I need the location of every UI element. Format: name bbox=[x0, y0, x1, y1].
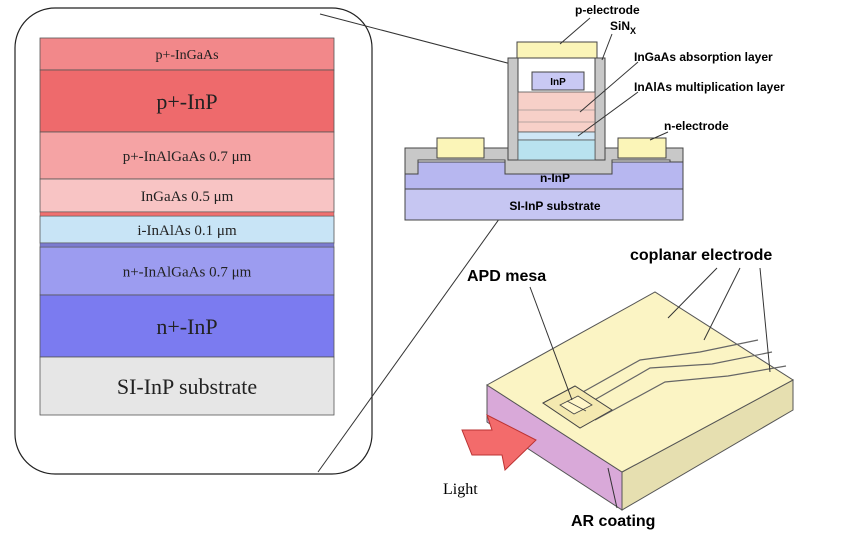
sinx-leader bbox=[601, 33, 613, 61]
layer-stack: p+-InGaAs p+-InP p+-InAlGaAs 0.7 μm InGaAs … bbox=[39, 37, 335, 416]
stack-layer-label-4: i-InAlAs 0.1 μm bbox=[137, 223, 237, 239]
ar-coating-leader bbox=[607, 467, 618, 509]
n-electrode-right bbox=[617, 137, 667, 159]
stack-layer-1 bbox=[39, 69, 335, 133]
mesa-lower bbox=[517, 139, 596, 161]
stack-layer-7 bbox=[39, 356, 335, 416]
inalas-label: InAlAs multiplication layer bbox=[634, 80, 785, 94]
sinx-label: SiNX bbox=[610, 19, 636, 36]
si-inp-substrate bbox=[404, 187, 684, 221]
ingaas-label: InGaAs absorption layer bbox=[634, 50, 773, 64]
mesa-inalas bbox=[517, 131, 596, 141]
layer-stack-panel: p+-InGaAs p+-InP p+-InAlGaAs 0.7 μm InGaAs … bbox=[14, 7, 373, 475]
mesa-ingaas bbox=[517, 91, 596, 133]
chip-view: coplanar electrode APD mesa Light AR coa… bbox=[443, 247, 794, 530]
interface-layer-1 bbox=[39, 211, 335, 217]
stack-layer-label-6: n+-InP bbox=[156, 314, 217, 339]
coplanar-gap-3 bbox=[594, 365, 787, 421]
apd-mesa-label: APD mesa bbox=[467, 268, 546, 285]
interface-layer-2 bbox=[39, 242, 335, 248]
apd-mesa-detail-line bbox=[566, 400, 587, 412]
p-electrode-label: p-electrode bbox=[575, 3, 640, 17]
stack-layer-0 bbox=[39, 37, 335, 71]
light-label: Light bbox=[443, 481, 478, 498]
inp-top-layer bbox=[531, 71, 585, 91]
sinx-subscript: X bbox=[630, 26, 636, 36]
apd-mesa-leader bbox=[529, 286, 573, 401]
ingaas-leader bbox=[579, 61, 639, 113]
n-electrode-label: n-electrode bbox=[664, 119, 729, 133]
inalas-leader bbox=[577, 91, 639, 137]
stack-layer-2 bbox=[39, 131, 335, 180]
coplanar-leader-3 bbox=[759, 267, 771, 373]
zoom-line-top bbox=[319, 13, 516, 66]
stack-layer-label-1: p+-InP bbox=[156, 89, 217, 114]
stack-layer-label-2: p+-InAlGaAs 0.7 μm bbox=[123, 149, 252, 165]
sinx-text: SiN bbox=[610, 19, 630, 33]
ar-coating-label: AR coating bbox=[571, 513, 655, 530]
coplanar-gap-2 bbox=[576, 351, 773, 411]
stack-layer-6 bbox=[39, 294, 335, 358]
coplanar-leader-2 bbox=[703, 267, 741, 341]
coplanar-leader-1 bbox=[667, 267, 718, 319]
stack-layer-label-3: InGaAs 0.5 μm bbox=[141, 189, 234, 205]
n-electrode-left bbox=[436, 137, 485, 159]
coplanar-gap-1 bbox=[564, 339, 759, 403]
inp-label: InP bbox=[550, 77, 566, 88]
n-electrode-leader bbox=[649, 131, 669, 141]
stack-layer-label-0: p+-InGaAs bbox=[155, 48, 218, 63]
stack-layer-label-7: SI-InP substrate bbox=[117, 374, 257, 399]
stack-layer-label-5: n+-InAlGaAs 0.7 μm bbox=[123, 264, 252, 280]
light-arrow bbox=[461, 413, 537, 471]
substrate-label: SI-InP substrate bbox=[509, 199, 600, 213]
coplanar-label: coplanar electrode bbox=[630, 247, 772, 264]
cross-section: InP n-InP SI-InP substrate p-electrode S… bbox=[404, 3, 785, 221]
chip-top-face bbox=[486, 291, 794, 473]
p-electrode-leader bbox=[559, 17, 591, 45]
n-inp-label: n-InP bbox=[540, 171, 570, 185]
p-electrode-block bbox=[516, 41, 598, 59]
